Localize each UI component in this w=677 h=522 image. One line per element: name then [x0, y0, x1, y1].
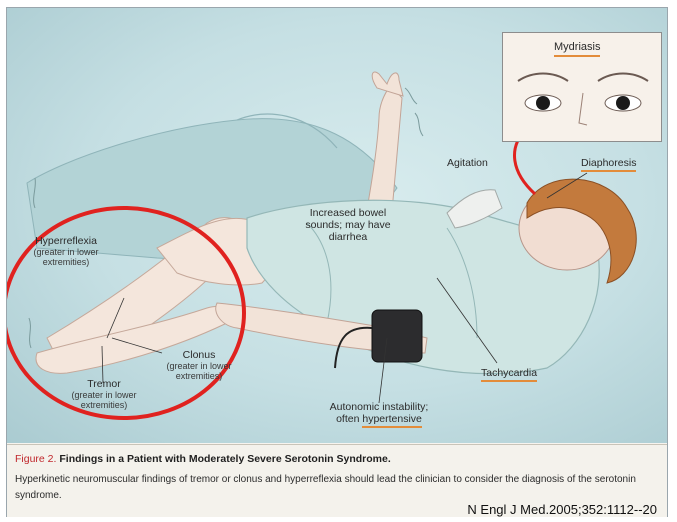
- clonus-label: Clonus (greater in lower extremities): [153, 349, 245, 382]
- hypertensive-text: hypertensive: [362, 413, 422, 428]
- mydriasis-inset: Mydriasis: [502, 32, 662, 142]
- clonus-title: Clonus: [183, 349, 216, 361]
- citation: N Engl J Med.2005;352:1112--20: [467, 502, 657, 517]
- tachycardia-label: Tachycardia: [481, 367, 537, 382]
- clonus-sub: (greater in lower extremities): [153, 361, 245, 382]
- autonomic-label: Autonomic instability; often hypertensiv…: [323, 401, 435, 425]
- figure-frame: Mydriasis Agitation Diaphoresis Increase…: [6, 7, 668, 517]
- diaphoresis-label: Diaphoresis: [581, 157, 636, 172]
- hyperreflexia-sub: (greater in lower extremities): [23, 247, 109, 268]
- caption-body: Hyperkinetic neuromuscular findings of t…: [15, 472, 655, 503]
- mydriasis-label: Mydriasis: [554, 41, 600, 57]
- hyperreflexia-label: Hyperreflexia (greater in lower extremit…: [23, 235, 109, 268]
- hyperreflexia-title: Hyperreflexia: [35, 235, 97, 247]
- figure-title: Findings in a Patient with Moderately Se…: [59, 453, 390, 465]
- tremor-label: Tremor (greater in lower extremities): [59, 378, 149, 411]
- figure-number: Figure 2.: [15, 453, 56, 465]
- agitation-label: Agitation: [447, 157, 488, 169]
- tremor-title: Tremor: [87, 378, 120, 390]
- caption-title: Figure 2. Findings in a Patient with Mod…: [15, 453, 391, 465]
- figure-caption: Figure 2. Findings in a Patient with Mod…: [7, 444, 667, 517]
- bowel-sounds-label: Increased bowel sounds; may have diarrhe…: [299, 207, 397, 243]
- illustration: Mydriasis Agitation Diaphoresis Increase…: [7, 8, 667, 443]
- tremor-sub: (greater in lower extremities): [59, 390, 149, 411]
